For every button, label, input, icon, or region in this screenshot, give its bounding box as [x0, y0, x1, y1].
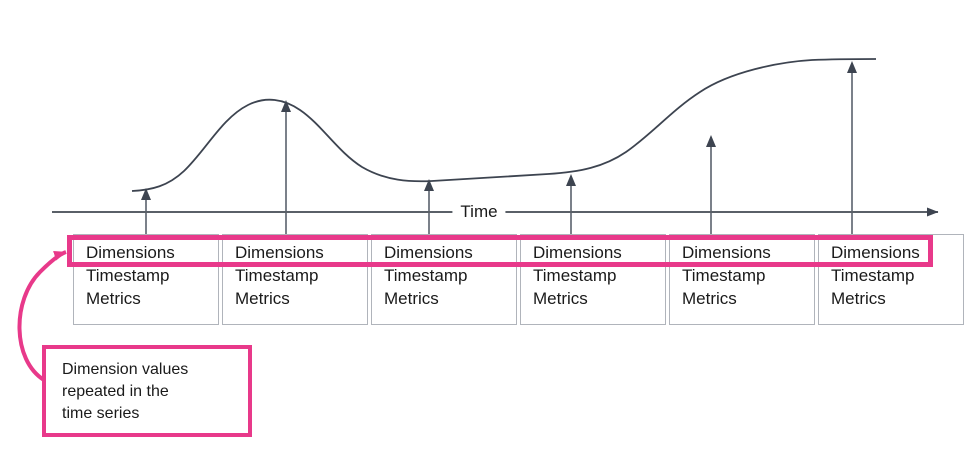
annotation-line: time series [62, 405, 140, 422]
annotation-connector [17, 250, 67, 382]
record-box[interactable]: Dimensions Timestamp Metrics [222, 234, 368, 325]
record-box[interactable]: Dimensions Timestamp Metrics [73, 234, 219, 325]
record-field-metrics: Metrics [533, 289, 588, 308]
record-box[interactable]: Dimensions Timestamp Metrics [669, 234, 815, 325]
record-box[interactable]: Dimensions Timestamp Metrics [818, 234, 964, 325]
record-field-dimensions: Dimensions [831, 243, 920, 262]
record-field-timestamp: Timestamp [384, 266, 468, 285]
record-box[interactable]: Dimensions Timestamp Metrics [520, 234, 666, 325]
record-field-dimensions: Dimensions [235, 243, 324, 262]
record-field-dimensions: Dimensions [533, 243, 622, 262]
sample-arrowheads [141, 61, 857, 200]
time-axis-label: Time [452, 202, 506, 222]
annotation-line: repeated in the [62, 383, 169, 400]
record-field-metrics: Metrics [682, 289, 737, 308]
record-field-dimensions: Dimensions [384, 243, 473, 262]
record-box[interactable]: Dimensions Timestamp Metrics [371, 234, 517, 325]
record-field-timestamp: Timestamp [86, 266, 170, 285]
annotation-callout: Dimension values repeated in the time se… [42, 345, 252, 437]
record-field-metrics: Metrics [384, 289, 439, 308]
record-field-metrics: Metrics [235, 289, 290, 308]
sample-arrow-stems [145, 69, 853, 238]
record-field-timestamp: Timestamp [831, 266, 915, 285]
annotation-line: Dimension values [62, 361, 189, 378]
record-field-timestamp: Timestamp [682, 266, 766, 285]
record-field-timestamp: Timestamp [533, 266, 617, 285]
record-field-metrics: Metrics [86, 289, 141, 308]
record-field-timestamp: Timestamp [235, 266, 319, 285]
record-field-dimensions: Dimensions [682, 243, 771, 262]
record-field-metrics: Metrics [831, 289, 886, 308]
metric-curve [131, 58, 877, 192]
record-field-dimensions: Dimensions [86, 243, 175, 262]
